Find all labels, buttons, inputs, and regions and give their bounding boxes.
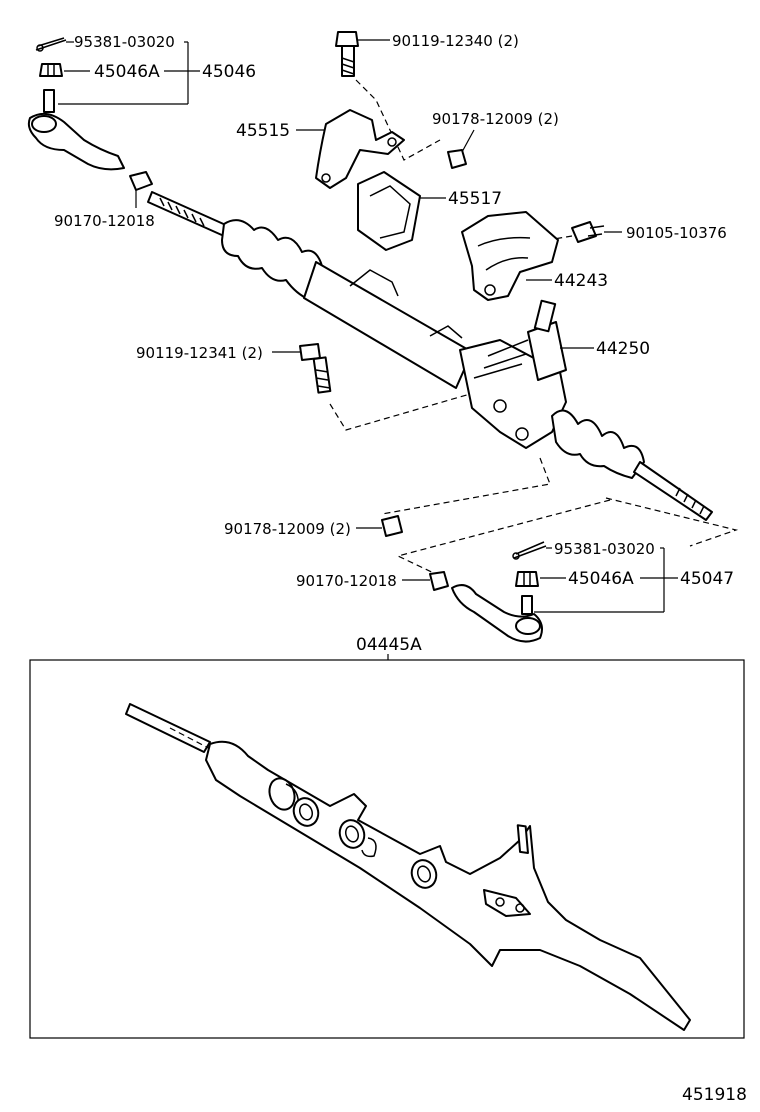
nut-bracket [447, 149, 467, 169]
label-boot-nut-lower: 90170-12018 [296, 572, 397, 590]
jam-nut-top [129, 171, 153, 191]
bolt-top [335, 31, 359, 77]
label-tie-rod-end-rh: 45047 [680, 569, 734, 589]
label-cotter-pin-top: 95381-03020 [74, 33, 175, 51]
castle-nut-top [39, 63, 63, 77]
label-boot-nut-top: 90170-12018 [54, 212, 155, 230]
tie-rod-end-lh [27, 89, 125, 171]
steering-rack-assembly [147, 191, 713, 521]
label-tie-rod-end-lh: 45046 [202, 62, 256, 82]
nut-lower [381, 515, 403, 537]
castle-nut-lower [515, 571, 539, 587]
jam-nut-lower [429, 571, 449, 591]
label-bolt-cover: 90105-10376 [626, 224, 727, 242]
label-bushing: 45517 [448, 189, 502, 209]
bracket-45515 [315, 109, 405, 189]
figure-number: 451918 [682, 1085, 747, 1105]
label-nut-top: 45046A [94, 62, 160, 82]
kit-seal-rings [268, 777, 531, 917]
kit-box [29, 659, 745, 1039]
label-bracket: 45515 [236, 121, 290, 141]
label-gear-valve: 44250 [596, 339, 650, 359]
label-cotter-pin-lower: 95381-03020 [554, 540, 655, 558]
rack-housing-kit-view [125, 703, 691, 1031]
label-cover: 44243 [554, 271, 608, 291]
cotter-pin-lower [512, 541, 547, 560]
label-bolt-top: 90119-12340 (2) [392, 32, 519, 50]
tie-rod-end-rh [451, 584, 543, 643]
label-kit: 04445A [356, 635, 422, 655]
label-bolt-left: 90119-12341 (2) [136, 344, 263, 362]
cotter-pin-top [35, 37, 67, 52]
bolt-left [299, 343, 332, 394]
label-nut-lower-end: 45046A [568, 569, 634, 589]
bushing-45517 [357, 171, 421, 251]
bolt-cover [571, 221, 605, 243]
label-nut-bracket: 90178-12009 (2) [432, 110, 559, 128]
label-nut-lower: 90178-12009 (2) [224, 520, 351, 538]
cover-44243 [461, 211, 559, 301]
